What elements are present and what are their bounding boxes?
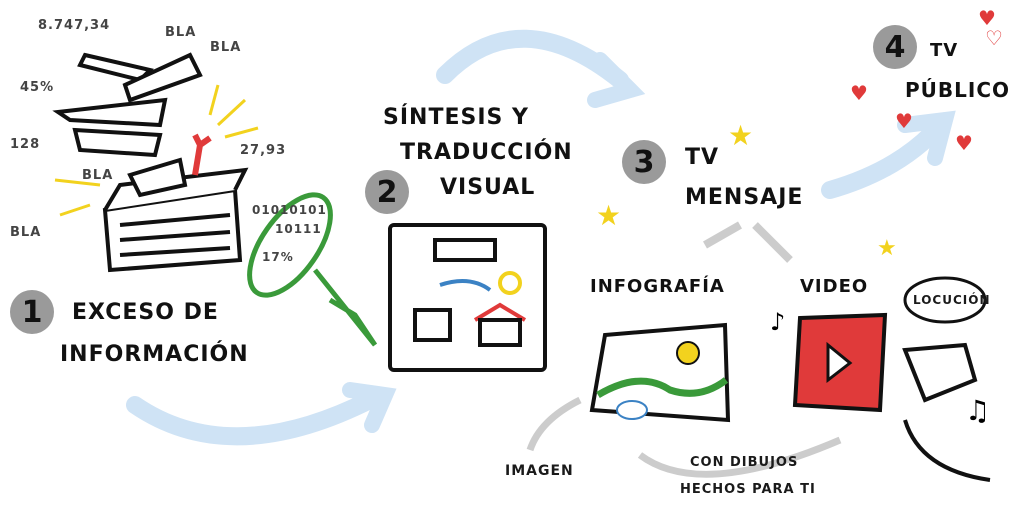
svg-text:♥: ♥ bbox=[895, 109, 913, 133]
scatter-bla: BLA bbox=[165, 25, 197, 40]
step-3-title: MENSAJE bbox=[685, 185, 804, 210]
infographic-label: INFOGRAFÍA bbox=[590, 276, 725, 297]
step-2-title: VISUAL bbox=[440, 175, 536, 200]
scatter-number: 8.747,34 bbox=[38, 18, 111, 33]
image-label: IMAGEN bbox=[505, 463, 574, 479]
svg-text:★: ★ bbox=[596, 199, 621, 232]
speech-bubble bbox=[903, 276, 987, 324]
microphone-hand-icon bbox=[902, 342, 991, 482]
step-number-3: 3 bbox=[622, 140, 666, 184]
drawings-label: HECHOS PARA TI bbox=[680, 482, 816, 497]
step-1-title: INFORMACIÓN bbox=[60, 342, 249, 367]
svg-text:♥: ♥ bbox=[955, 131, 973, 155]
scatter-number: 27,93 bbox=[240, 143, 287, 158]
star-icon: ★ ★ ★ bbox=[596, 119, 897, 261]
step-1-title: EXCESO DE bbox=[72, 300, 219, 325]
synthesis-board-icon bbox=[388, 223, 547, 372]
video-play-icon bbox=[792, 312, 888, 413]
hand-icon bbox=[192, 133, 212, 176]
scatter-bla: BLA bbox=[10, 225, 42, 240]
binary-text: 01010101 bbox=[252, 203, 327, 217]
arrow-drawings bbox=[637, 436, 842, 478]
step-3-title: TV bbox=[685, 145, 720, 170]
arrow-to-image bbox=[526, 396, 582, 452]
voiceover-label: LOCUCIÓN bbox=[913, 293, 991, 307]
binary-percent: 17% bbox=[262, 250, 294, 264]
scatter-bla: BLA bbox=[210, 40, 242, 55]
scatter-percent: 45% bbox=[20, 80, 55, 95]
binary-text: 10111 bbox=[275, 222, 322, 236]
step-number-1: 1 bbox=[10, 290, 54, 334]
video-label: VIDEO bbox=[800, 276, 869, 297]
drawings-label: CON DIBUJOS bbox=[690, 455, 799, 470]
arrow-3-to-4 bbox=[821, 116, 949, 199]
svg-text:♥: ♥ bbox=[978, 6, 996, 30]
infographic-icon bbox=[589, 322, 731, 423]
heart-icon: ♥♥♥♥♡ bbox=[850, 6, 1003, 155]
arrow-to-infographic bbox=[703, 221, 742, 249]
scatter-bla: BLA bbox=[82, 168, 114, 183]
paper-pile-icon bbox=[52, 52, 249, 273]
music-note-icon: ♪ bbox=[770, 308, 785, 336]
step-number-2: 2 bbox=[365, 170, 409, 214]
step-number-4: 4 bbox=[873, 25, 917, 69]
step-4-title: PÚBLICO bbox=[905, 78, 1011, 102]
svg-text:★: ★ bbox=[877, 236, 897, 261]
funnel-icon bbox=[247, 192, 378, 347]
svg-text:♡: ♡ bbox=[985, 26, 1003, 50]
arrow-to-video bbox=[752, 222, 793, 263]
arrow-1-to-2 bbox=[126, 391, 379, 446]
music-note-icon: ♫ bbox=[965, 394, 990, 427]
step-2-title: SÍNTESIS Y bbox=[383, 105, 529, 130]
scatter-number: 128 bbox=[10, 137, 41, 152]
step-2-title: TRADUCCIÓN bbox=[400, 140, 573, 165]
svg-text:★: ★ bbox=[728, 119, 753, 152]
step-4-title: TV bbox=[930, 40, 959, 61]
svg-text:♥: ♥ bbox=[850, 81, 868, 105]
